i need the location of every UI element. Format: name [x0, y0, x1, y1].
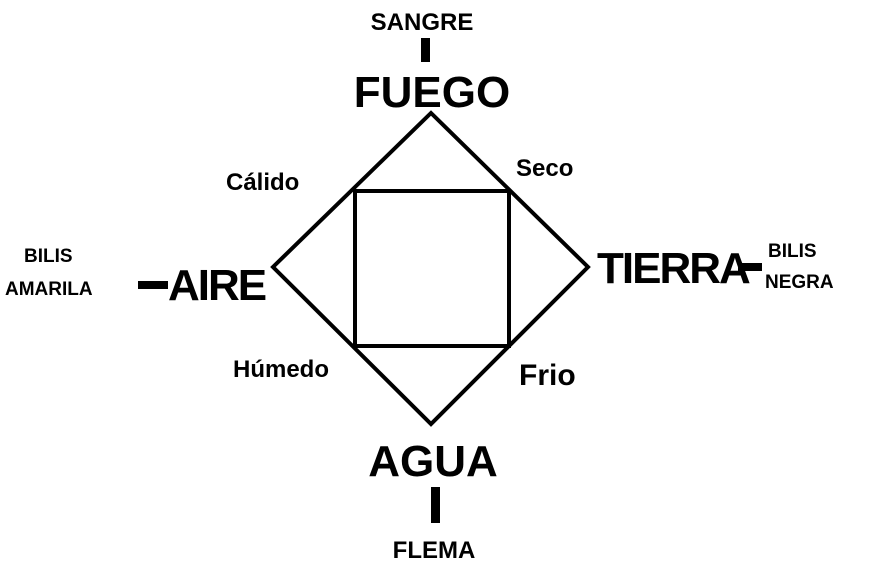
connector-blood-fire — [421, 38, 430, 62]
inner-square — [353, 189, 511, 348]
label-phlegm: FLEMA — [393, 537, 476, 564]
label-black-bile-1: BILIS — [768, 241, 817, 262]
label-black-bile-2: NEGRA — [765, 272, 834, 293]
connector-earth-blackbile — [738, 263, 762, 271]
label-water: AGUA — [368, 437, 498, 486]
label-blood: SANGRE — [371, 9, 474, 36]
label-cold: Frio — [519, 359, 576, 392]
label-dry: Seco — [516, 155, 573, 182]
label-wet: Húmedo — [233, 356, 329, 383]
label-air: AIRE — [168, 261, 266, 310]
label-yellow-bile-2: AMARILA — [5, 279, 93, 300]
label-fire: FUEGO — [354, 68, 510, 117]
label-hot: Cálido — [226, 169, 299, 196]
outer-diamond — [270, 110, 591, 427]
label-earth: TIERRA — [597, 244, 750, 293]
connector-water-phlegm — [431, 487, 440, 523]
connector-yellowbile-air — [138, 281, 168, 289]
label-yellow-bile-1: BILIS — [24, 246, 73, 267]
